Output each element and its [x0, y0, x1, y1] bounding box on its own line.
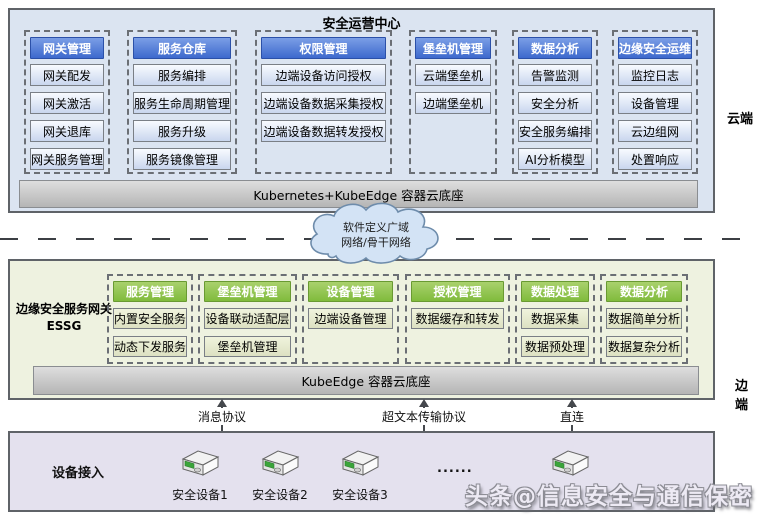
group-service-warehouse: 服务仓库 服务编排 服务生命周期管理 服务升级 服务镜像管理: [127, 30, 237, 174]
watermark-text: 头条@信息安全与通信保密: [465, 484, 753, 510]
wan-cloud-line2: 网络/骨干网络: [341, 235, 411, 249]
device-block: [525, 447, 615, 483]
edge-side-label: 边端: [735, 379, 749, 413]
connector-direct: 直连: [502, 399, 642, 431]
group-item: 动态下发服务: [113, 336, 187, 357]
group-permission-management: 权限管理 边端设备访问授权 边端设备数据采集授权 边端设备数据转发授权: [255, 30, 392, 174]
up-arrow-icon: [217, 399, 227, 407]
group-item: 网关服务管理: [30, 148, 104, 170]
connector-label: 超文本传输协议: [378, 408, 470, 425]
group-item: 数据预处理: [521, 336, 589, 357]
group-item: 内置安全服务: [113, 308, 187, 329]
wan-cloud-line1: 软件定义广域: [343, 220, 409, 234]
group-service-management: 服务管理 内置安全服务 动态下发服务: [107, 274, 193, 364]
group-data-processing: 数据处理 数据采集 数据预处理: [515, 274, 595, 364]
device-block: 安全设备3: [315, 447, 405, 503]
group-data-analysis-edge: 数据分析 数据简单分析 数据复杂分析: [600, 274, 688, 364]
group-device-management: 设备管理 边端设备管理: [302, 274, 399, 364]
group-header: 数据处理: [521, 281, 589, 302]
edge-security-gateway-panel: 边缘安全服务网关 ESSG 服务管理 内置安全服务 动态下发服务 堡垒机管理 设…: [8, 259, 715, 400]
device-label: 安全设备2: [252, 488, 308, 502]
group-item: 处置响应: [618, 148, 692, 170]
group-header: 网关管理: [30, 37, 104, 59]
security-device-icon: [551, 450, 590, 476]
device-access-panel: 设备接入 安全设备1 安全设备2: [8, 431, 715, 512]
group-gateway-management: 网关管理 网关配发 网关激活 网关退库 网关服务管理: [24, 30, 110, 174]
group-edge-security-ops: 边缘安全运维 监控日志 设备管理 云边组网 处置响应: [612, 30, 698, 174]
essg-title: 边缘安全服务网关 ESSG: [13, 301, 115, 336]
group-item: 服务镜像管理: [133, 148, 231, 170]
group-header: 服务管理: [113, 281, 187, 302]
group-header: 边缘安全运维: [618, 37, 692, 59]
group-bastion-management-cloud: 堡垒机管理 云端堡垒机 边端堡垒机: [409, 30, 497, 174]
group-header: 堡垒机管理: [415, 37, 491, 59]
group-item: 云边组网: [618, 120, 692, 142]
group-item: 告警监测: [518, 64, 592, 86]
security-operations-center-panel: 安全运营中心 网关管理 网关配发 网关激活 网关退库 网关服务管理 服务仓库 服…: [8, 8, 715, 213]
group-item: AI分析模型: [518, 148, 592, 170]
group-item: 堡垒机管理: [204, 336, 291, 357]
group-item: 边端设备数据转发授权: [261, 120, 386, 142]
group-item: 网关退库: [30, 120, 104, 142]
group-item: 安全服务编排: [518, 120, 592, 142]
group-item: 数据复杂分析: [606, 336, 682, 357]
group-item: 边端设备数据采集授权: [261, 92, 386, 114]
group-header: 授权管理: [411, 281, 504, 302]
essg-title-line1: 边缘安全服务网关: [15, 302, 112, 316]
security-device-icon: [181, 450, 220, 476]
group-header: 服务仓库: [133, 37, 231, 59]
group-item: 安全分析: [518, 92, 592, 114]
group-item: 设备联动适配层: [204, 308, 291, 329]
up-arrow-icon: [567, 399, 577, 407]
group-item: 数据采集: [521, 308, 589, 329]
essg-title-line2: ESSG: [46, 319, 82, 334]
device-block: 安全设备1: [155, 447, 245, 503]
group-header: 堡垒机管理: [204, 281, 291, 302]
group-item: 服务生命周期管理: [133, 92, 231, 114]
group-item: 设备管理: [618, 92, 692, 114]
cloud-icon: [310, 202, 439, 264]
group-item: 数据简单分析: [606, 308, 682, 329]
group-header: 设备管理: [308, 281, 393, 302]
group-item: 边端堡垒机: [415, 92, 491, 114]
group-item: 网关配发: [30, 64, 104, 86]
up-arrow-icon: [419, 399, 429, 407]
devices-ellipsis: ......: [437, 461, 473, 476]
group-item: 数据缓存和转发: [411, 308, 504, 329]
group-item: 服务编排: [133, 64, 231, 86]
connector-http-protocol: 超文本传输协议: [354, 399, 494, 431]
wan-cloud: 软件定义广域 网络/骨干网络: [300, 198, 452, 269]
device-label: 安全设备3: [332, 488, 388, 502]
group-header: 数据分析: [606, 281, 682, 302]
group-item: 网关激活: [30, 92, 104, 114]
group-bastion-management-edge: 堡垒机管理 设备联动适配层 堡垒机管理: [198, 274, 297, 364]
group-header: 权限管理: [261, 37, 386, 59]
device-access-title: 设备接入: [52, 466, 105, 481]
security-device-icon: [261, 450, 300, 476]
soc-title: 安全运营中心: [322, 17, 401, 32]
group-item: 服务升级: [133, 120, 231, 142]
security-device-icon: [341, 450, 380, 476]
connector-label: 消息协议: [194, 408, 250, 425]
group-authorization-management: 授权管理 数据缓存和转发: [405, 274, 510, 364]
device-block: 安全设备2: [235, 447, 325, 503]
device-label: 安全设备1: [172, 488, 228, 502]
kubeedge-base-bar: KubeEdge 容器云底座: [33, 366, 699, 395]
group-item: 边端设备访问授权: [261, 64, 386, 86]
connector-message-protocol: 消息协议: [152, 399, 292, 431]
group-item: 边端设备管理: [308, 308, 393, 329]
group-data-analysis-cloud: 数据分析 告警监测 安全分析 安全服务编排 AI分析模型: [512, 30, 598, 174]
connector-label: 直连: [556, 408, 588, 425]
group-item: 云端堡垒机: [415, 64, 491, 86]
cloud-side-label: 云端: [727, 112, 754, 127]
group-header: 数据分析: [518, 37, 592, 59]
group-item: 监控日志: [618, 64, 692, 86]
